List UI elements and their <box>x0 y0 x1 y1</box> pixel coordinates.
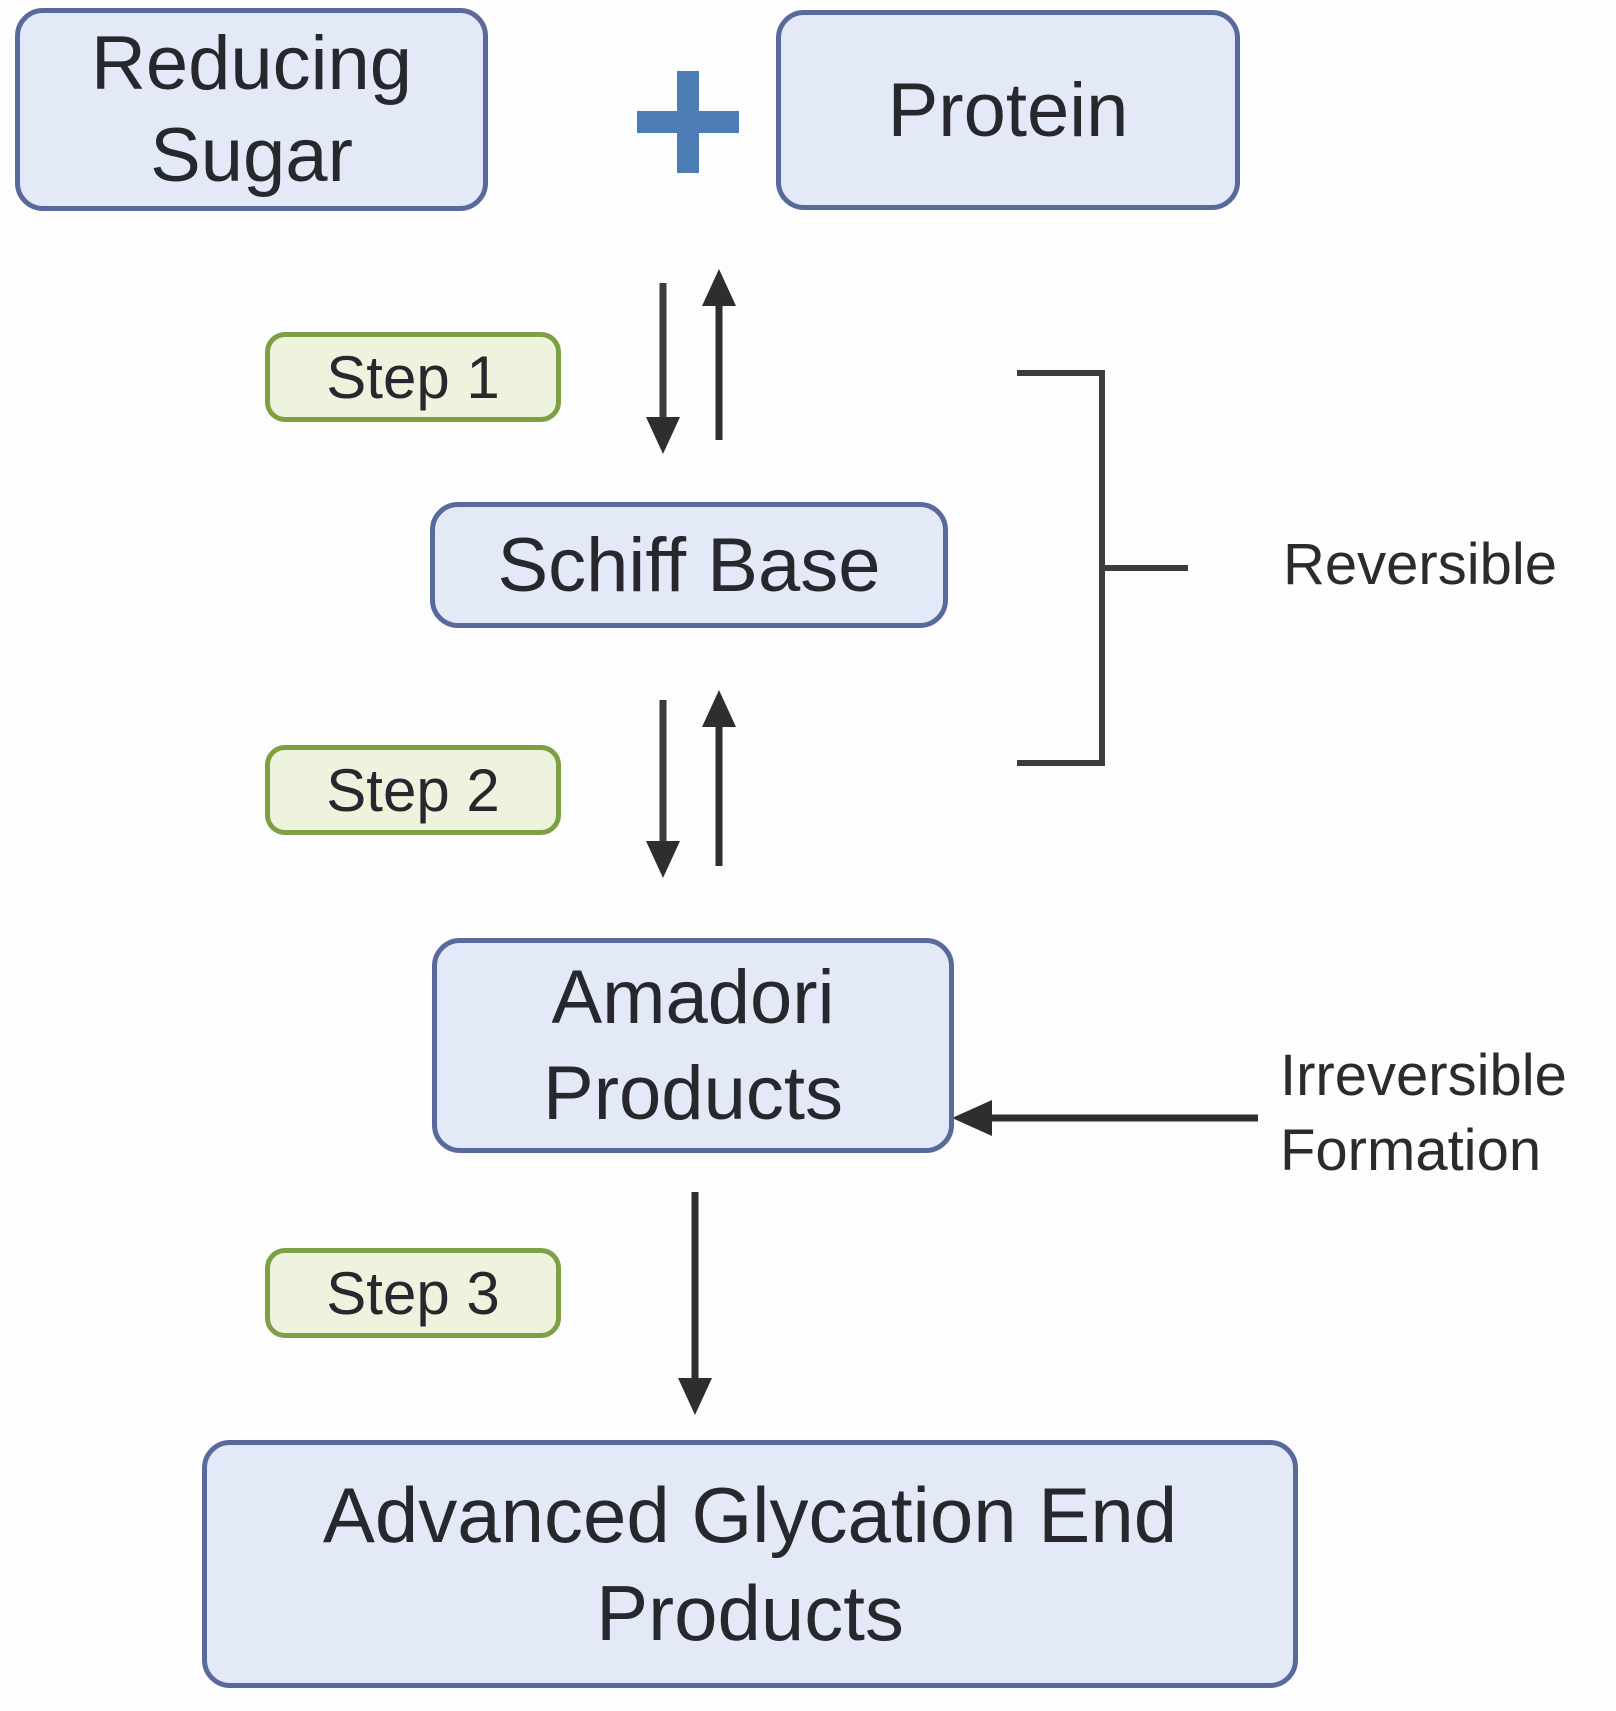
irreversible-formation-label: Irreversible Formation <box>1280 1043 1567 1183</box>
step-2-label: Step 2 <box>326 756 500 824</box>
plus-icon <box>637 71 739 173</box>
node-advanced-glycation-end-products: Advanced Glycation End Products <box>202 1440 1298 1688</box>
node-schiff-base: Schiff Base <box>430 502 948 628</box>
reversible-bracket <box>1017 370 1188 766</box>
step-3-label: Step 3 <box>326 1259 500 1327</box>
step1-equilibrium-arrows-icon <box>646 269 736 454</box>
step-1-label: Step 1 <box>326 343 500 411</box>
node-amadori-products: Amadori Products <box>432 938 954 1153</box>
step-2-badge: Step 2 <box>265 745 561 835</box>
node-age-label: Advanced Glycation End Products <box>322 1471 1178 1657</box>
node-reducing-sugar-label: Reducing Sugar <box>90 20 413 198</box>
node-schiff-base-label: Schiff Base <box>497 522 881 608</box>
step3-down-arrow-icon <box>678 1192 712 1415</box>
node-amadori-products-label: Amadori Products <box>543 954 843 1136</box>
reversible-label: Reversible <box>1283 532 1557 597</box>
node-reducing-sugar: Reducing Sugar <box>15 8 488 211</box>
step-1-badge: Step 1 <box>265 332 561 422</box>
node-protein: Protein <box>776 10 1240 210</box>
step-3-badge: Step 3 <box>265 1248 561 1338</box>
node-protein-label: Protein <box>887 67 1129 153</box>
irreversible-left-arrow-icon <box>952 1100 1258 1136</box>
step2-equilibrium-arrows-icon <box>646 690 736 878</box>
